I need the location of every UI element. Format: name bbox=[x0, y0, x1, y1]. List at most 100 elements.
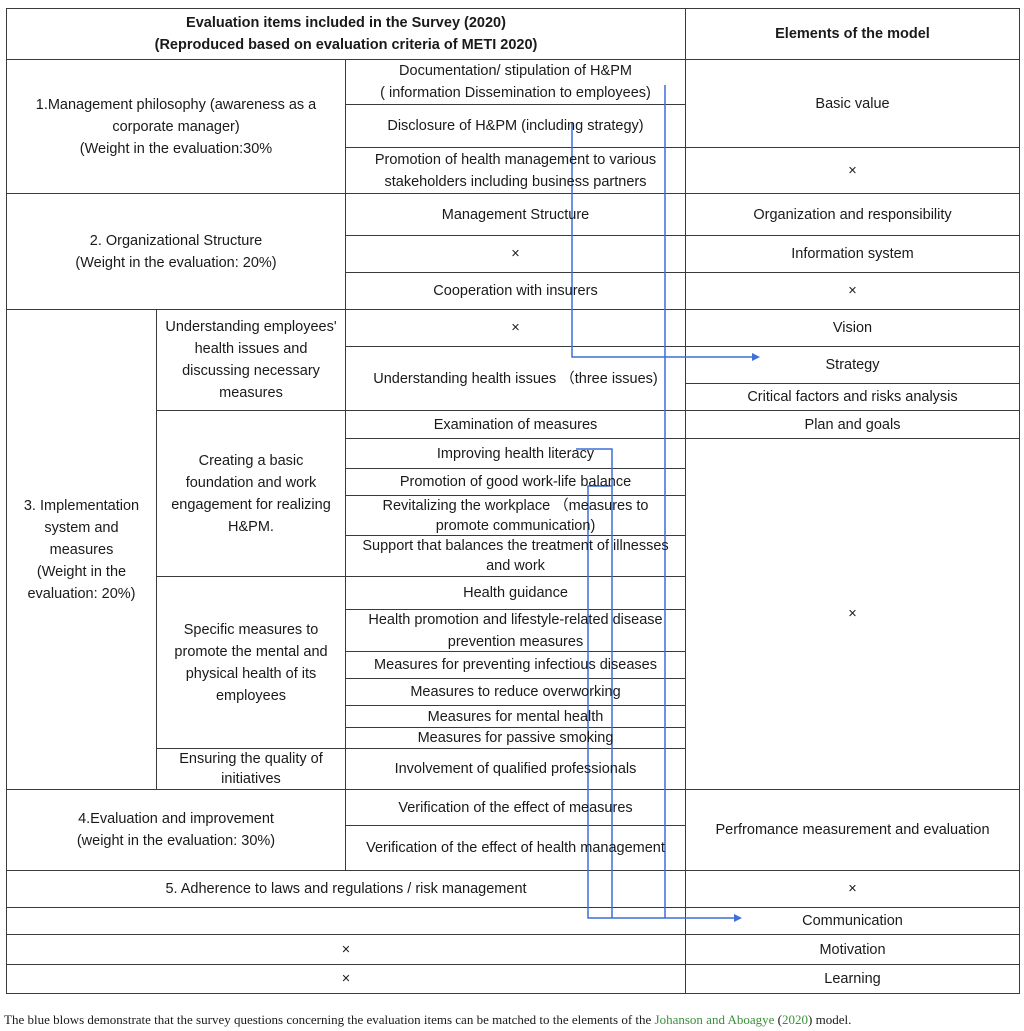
sub2-item5-line2: and work bbox=[486, 558, 545, 574]
section-evaluation-improvement: 4.Evaluation and improvement (weight in … bbox=[7, 790, 345, 870]
s1-elem2: × bbox=[848, 162, 857, 179]
sub3-line4: employees bbox=[215, 687, 287, 704]
s3-line4: (Weight in the bbox=[36, 563, 127, 580]
s3-line2: system and bbox=[44, 519, 119, 536]
caption-ref-name[interactable]: Johanson and Aboagye bbox=[654, 1012, 775, 1027]
sub4-line1: Ensuring the quality of bbox=[179, 751, 323, 767]
subgroup-quality-initiatives: Ensuring the quality of initiatives bbox=[157, 749, 345, 789]
caption-pre: The blue blows demonstrate that the surv… bbox=[4, 1012, 655, 1027]
sub2-elem-rest: × bbox=[848, 606, 857, 622]
s1-line1: 1.Management philosophy (awareness as a bbox=[35, 96, 317, 113]
s4-item2: Verification of the effect of health man… bbox=[366, 840, 665, 856]
row-motivation-none: × bbox=[7, 935, 685, 964]
tail-motivation-left: × bbox=[341, 941, 351, 958]
item-illness-work-balance: Support that balances the treatment of i… bbox=[346, 536, 685, 576]
tail-learning: Learning bbox=[824, 971, 881, 987]
sub3-line1: Specific measures to bbox=[183, 621, 319, 638]
s2-item1: Management Structure bbox=[441, 206, 590, 223]
element-s1-none: × bbox=[686, 148, 1019, 193]
element-learning: Learning bbox=[686, 965, 1019, 993]
section-implementation: 3. Implementation system and measures (W… bbox=[7, 310, 156, 789]
item-examination-measures: Examination of measures bbox=[346, 411, 685, 438]
element-s5-none: × bbox=[686, 871, 1019, 907]
section-management-philosophy: 1.Management philosophy (awareness as a … bbox=[7, 60, 345, 193]
sub1-item1: × bbox=[511, 320, 520, 336]
item-lifestyle-disease: Health promotion and lifestyle-related d… bbox=[346, 610, 685, 651]
tail-learning-left: × bbox=[341, 971, 351, 987]
item-overworking: Measures to reduce overworking bbox=[346, 679, 685, 705]
sub1-line2: health issues and bbox=[194, 341, 308, 357]
s4-line1: 4.Evaluation and improvement bbox=[78, 811, 274, 827]
sub2-line3: engagement for realizing bbox=[171, 496, 331, 513]
row-learning-none: × bbox=[7, 965, 685, 993]
item-verification-health-management: Verification of the effect of health man… bbox=[346, 826, 685, 870]
mapping-arrows bbox=[571, 85, 760, 922]
s1-item1-line2: ( information Dissemination to employees… bbox=[380, 85, 651, 101]
sub3-item4: Measures to reduce overworking bbox=[410, 684, 621, 700]
header-model-elements: Elements of the model bbox=[686, 9, 1019, 59]
sub2-line2: foundation and work bbox=[185, 474, 317, 491]
s1-item3-line1: Promotion of health management to variou… bbox=[374, 151, 657, 168]
sub2-item4-line2: promote communication) bbox=[435, 517, 596, 534]
s2-item2: × bbox=[511, 246, 520, 262]
subgroup-understanding-issues: Understanding employees' health issues a… bbox=[157, 310, 345, 410]
s1-line2: corporate manager) bbox=[112, 118, 240, 135]
sub1-elem1: Vision bbox=[832, 320, 873, 336]
s1-line3: (Weight in the evaluation:30% bbox=[79, 140, 273, 157]
element-motivation: Motivation bbox=[686, 935, 1019, 964]
s2-elem3: × bbox=[848, 283, 857, 299]
s5-label: 5. Adherence to laws and regulations / r… bbox=[165, 881, 527, 897]
s1-item2: Disclosure of H&PM (including strategy) bbox=[387, 118, 644, 134]
s2-item3: Cooperation with insurers bbox=[433, 283, 598, 299]
sub3-item3: Measures for preventing infectious disea… bbox=[374, 657, 657, 673]
sub2-item4-line1: Revitalizing the workplace （measures to bbox=[382, 497, 649, 514]
caption-paren-open: ( bbox=[774, 1012, 782, 1027]
element-communication: Communication bbox=[686, 908, 1019, 934]
item-promotion-stakeholders: Promotion of health management to variou… bbox=[346, 148, 685, 193]
element-organization-responsibility: Organization and responsibility bbox=[686, 194, 1019, 235]
sub3-item5: Measures for mental health bbox=[427, 708, 604, 725]
item-documentation: Documentation/ stipulation of H&PM ( inf… bbox=[346, 60, 685, 104]
item-qualified-professionals: Involvement of qualified professionals bbox=[346, 749, 685, 789]
s3-line5: evaluation: 20%) bbox=[27, 585, 136, 602]
element-s2-none: × bbox=[686, 273, 1019, 309]
sub1-elem3: Critical factors and risks analysis bbox=[747, 389, 958, 405]
subgroup-specific-measures: Specific measures to promote the mental … bbox=[157, 577, 345, 748]
s3-line1: 3. Implementation bbox=[23, 497, 140, 514]
sub2-item2: Improving health literacy bbox=[436, 445, 595, 462]
sub3-item1: Health guidance bbox=[463, 585, 568, 601]
item-sub1-none: × bbox=[346, 310, 685, 346]
s2-line2: (Weight in the evaluation: 20%) bbox=[75, 254, 277, 271]
element-vision: Vision bbox=[686, 310, 1019, 346]
caption-ref-year[interactable]: 2020 bbox=[782, 1012, 808, 1027]
s4-elem1: Perfromance measurement and evaluation bbox=[715, 822, 990, 838]
item-disclosure: Disclosure of H&PM (including strategy) bbox=[346, 105, 685, 147]
sub2-item1: Examination of measures bbox=[433, 416, 598, 433]
s4-line2: (weight in the evaluation: 30%) bbox=[76, 833, 276, 849]
sub2-item3: Promotion of good work-life balance bbox=[399, 474, 632, 490]
sub2-line4: H&PM. bbox=[228, 518, 274, 535]
item-cooperation-insurers: Cooperation with insurers bbox=[346, 273, 685, 309]
header-evaluation-line1: Evaluation items included in the Survey … bbox=[186, 15, 506, 31]
sub1-line3: discussing necessary bbox=[182, 363, 320, 379]
element-strategy: Strategy bbox=[686, 347, 1019, 383]
s1-item1-line1: Documentation/ stipulation of H&PM bbox=[399, 63, 632, 79]
sub3-item6: Measures for passive smoking bbox=[417, 730, 614, 746]
item-passive-smoking: Measures for passive smoking bbox=[346, 728, 685, 748]
sub3-line2: promote the mental and bbox=[174, 643, 328, 660]
sub1-item2: Understanding health issues （three issue… bbox=[373, 370, 658, 387]
sub4-item1: Involvement of qualified professionals bbox=[394, 761, 637, 777]
element-performance-measurement: Perfromance measurement and evaluation bbox=[686, 790, 1019, 870]
sub4-line2: initiatives bbox=[221, 771, 281, 787]
item-health-literacy: Improving health literacy bbox=[346, 439, 685, 468]
sub2-line1: Creating a basic bbox=[198, 452, 304, 469]
sub1-elem2: Strategy bbox=[825, 357, 880, 373]
sub3-line3: physical health of its bbox=[185, 665, 317, 682]
figure-caption: The blue blows demonstrate that the surv… bbox=[4, 1012, 851, 1028]
sub2-item5-line1: Support that balances the treatment of i… bbox=[362, 538, 669, 554]
item-mental-health: Measures for mental health bbox=[346, 706, 685, 727]
s5-elem1: × bbox=[848, 881, 857, 897]
header-model-label: Elements of the model bbox=[775, 26, 930, 42]
s2-elem2: Information system bbox=[791, 246, 914, 262]
s3-line3: measures bbox=[49, 541, 114, 558]
